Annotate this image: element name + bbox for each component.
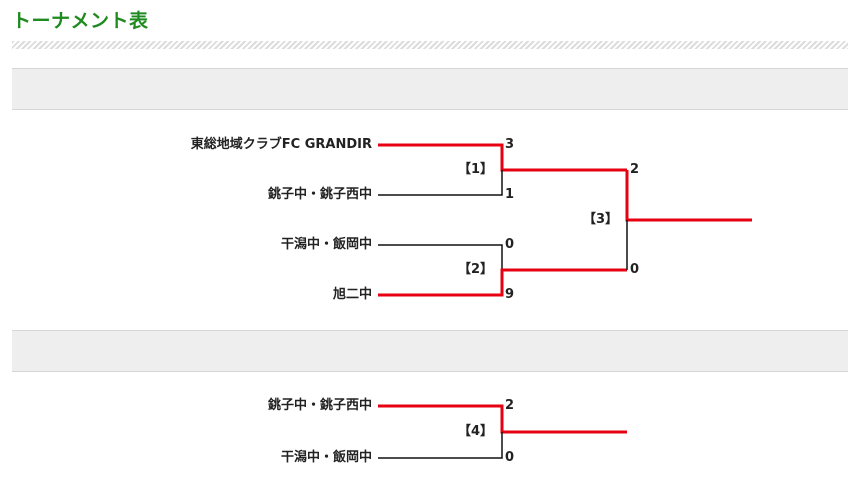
match-1-winner-line — [378, 143, 627, 172]
match-4-score-bottom: 0 — [505, 450, 515, 465]
match-1-score-top: 3 — [505, 137, 515, 152]
match-2-winner-line — [378, 268, 627, 297]
team-name: 干潟中・飯岡中 — [280, 450, 372, 465]
match-1-score-bottom: 1 — [505, 187, 515, 202]
match-3-winner-line — [625, 170, 752, 222]
team-name: 干潟中・飯岡中 — [280, 237, 372, 252]
match-2-score-top: 0 — [505, 237, 515, 252]
team-name: 銚子中・銚子西中 — [267, 398, 372, 413]
match-3-score-top: 2 — [630, 162, 640, 177]
title-divider — [12, 41, 848, 49]
match-4-winner-line — [378, 404, 627, 434]
match-3-label: 【3】 — [583, 212, 619, 227]
match-4-score-top: 2 — [505, 398, 515, 413]
team-name: 旭二中 — [332, 287, 372, 302]
match-2-score-bottom: 9 — [505, 287, 515, 302]
match-4-label: 【4】 — [458, 424, 494, 439]
section-header-band-1 — [12, 68, 848, 110]
match-2-label: 【2】 — [458, 262, 494, 277]
match-1-loser-line — [378, 170, 503, 196]
match-3-score-bottom: 0 — [630, 262, 640, 277]
match-1-label: 【1】 — [458, 162, 494, 177]
page-title: トーナメント表 — [12, 10, 149, 32]
match-4-loser-line — [378, 432, 503, 459]
section-header-band-2 — [12, 330, 848, 372]
match-2-loser-line — [378, 244, 503, 270]
team-name: 東総地域クラブFC GRANDIR — [190, 137, 372, 152]
team-name: 銚子中・銚子西中 — [267, 187, 372, 202]
